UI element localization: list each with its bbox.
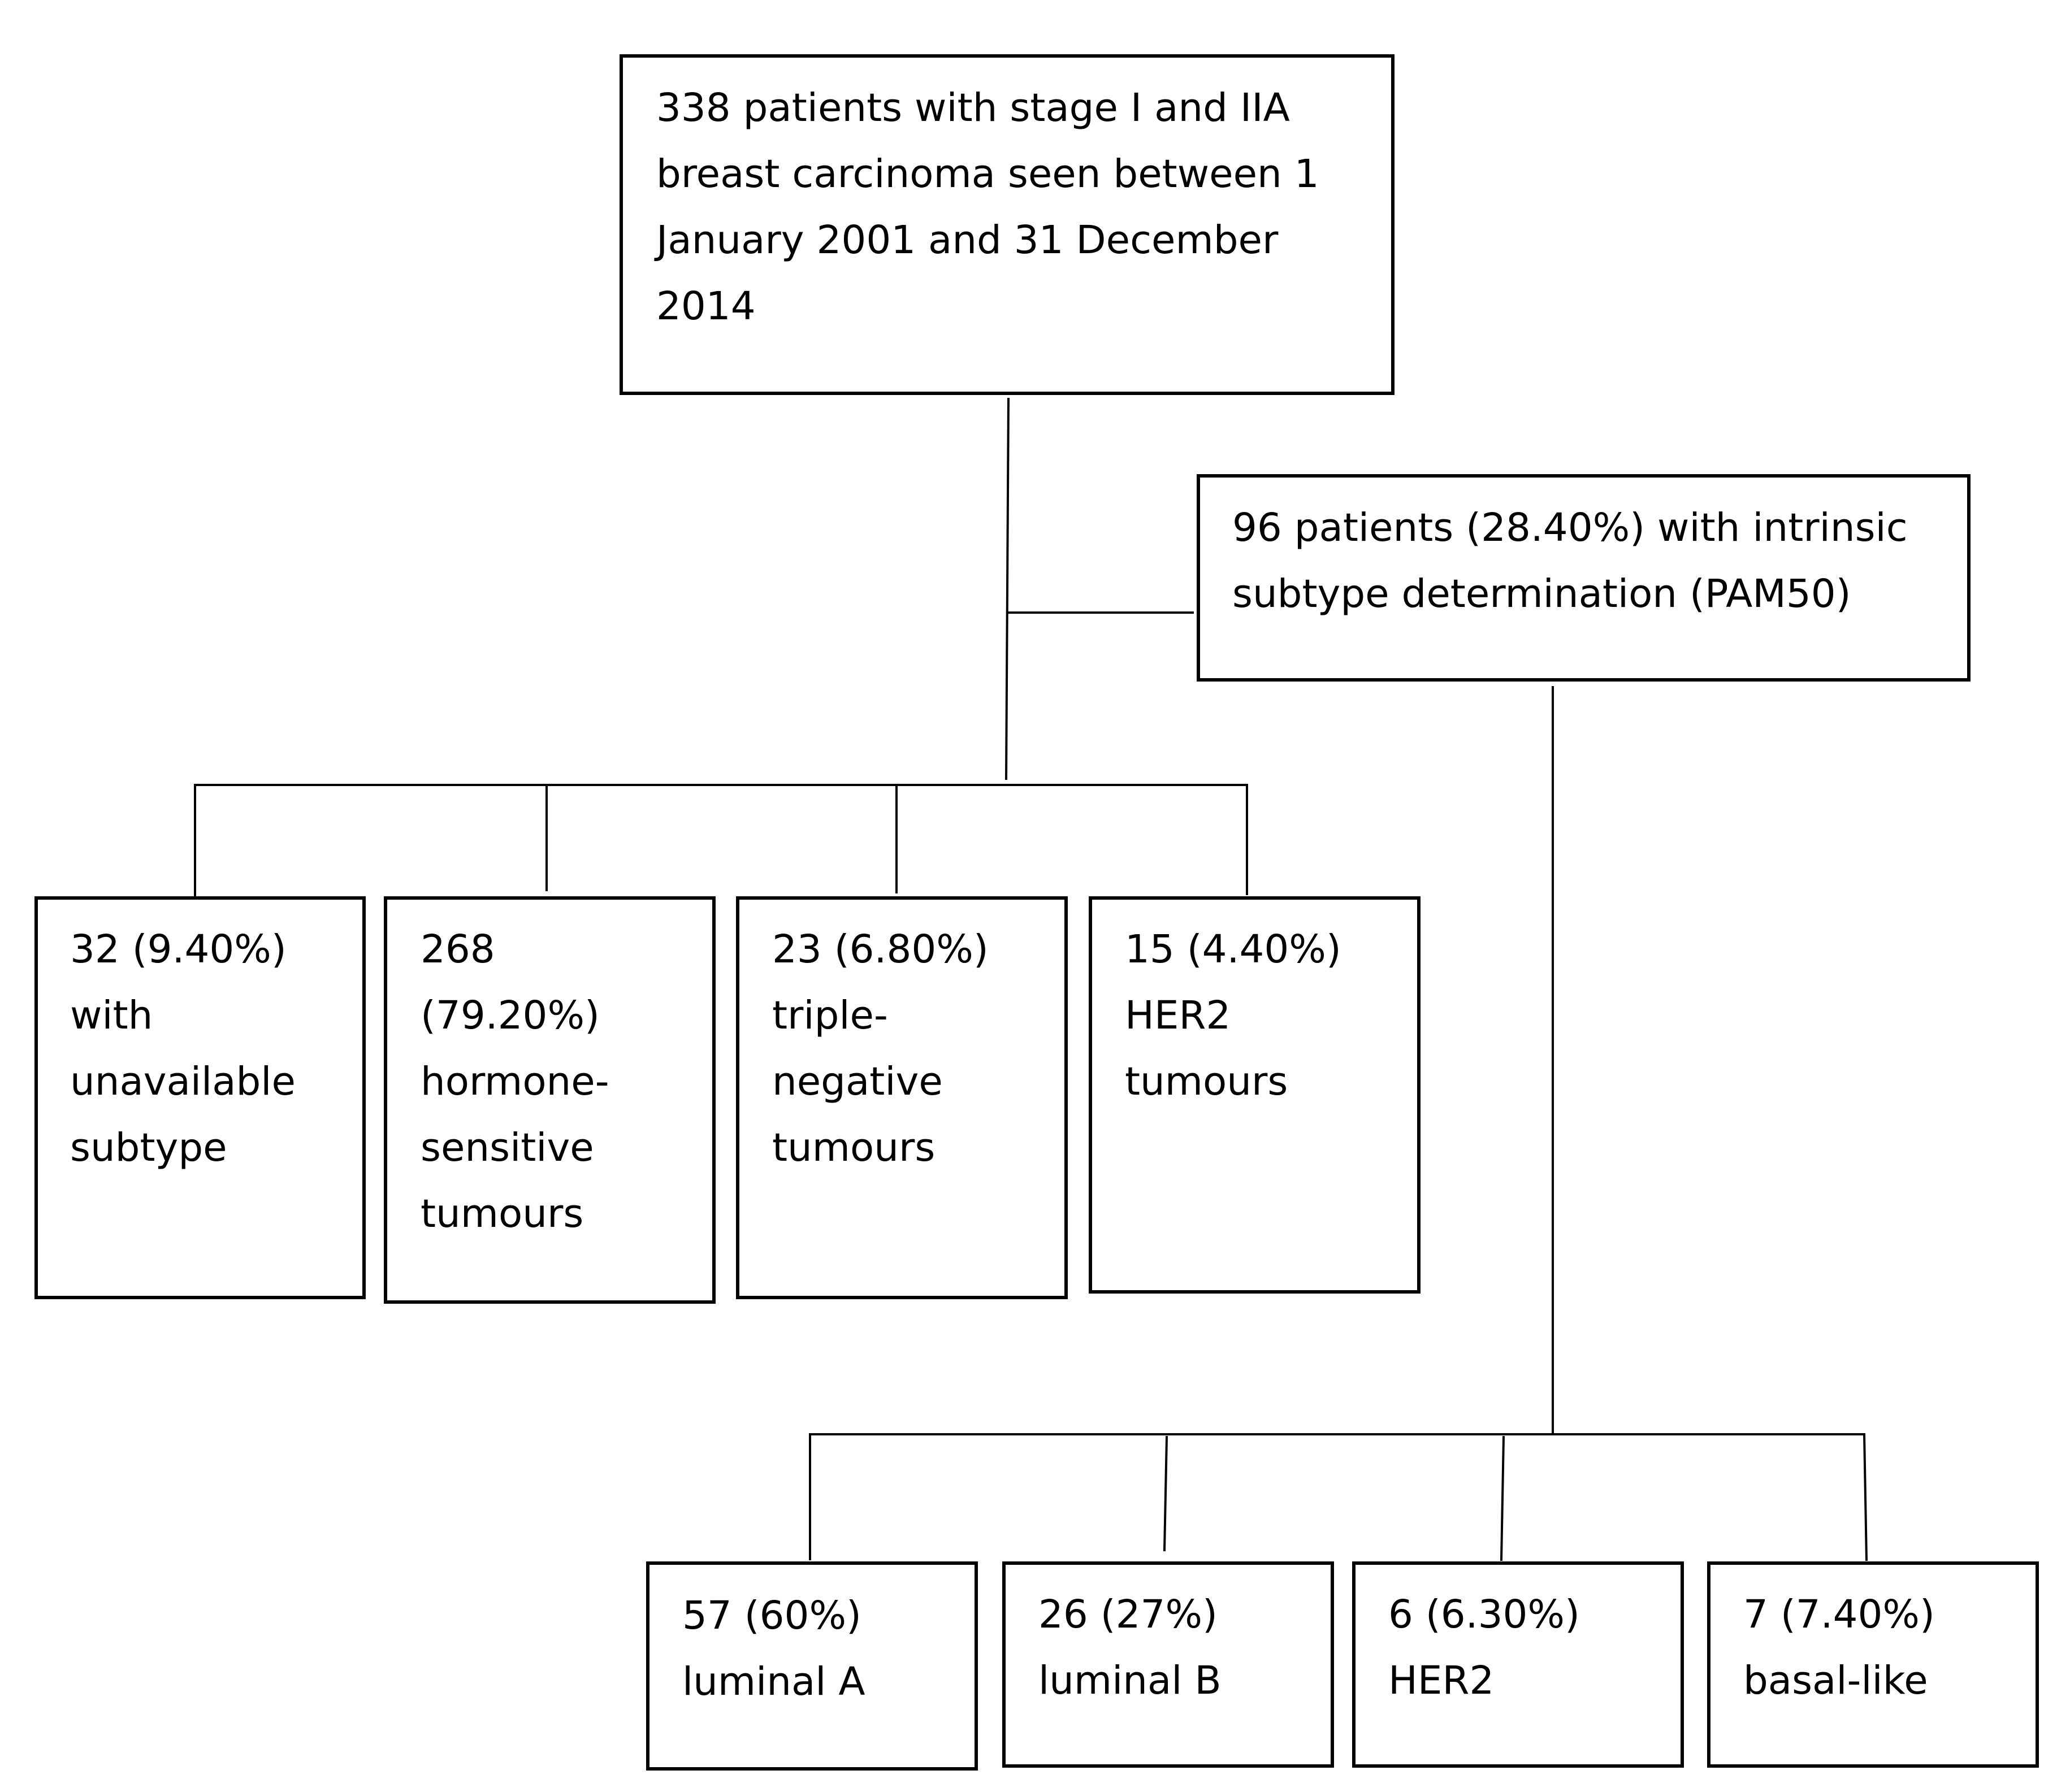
intrinsic-drop-2 <box>1163 1435 1168 1552</box>
root-population-box: 338 patients with stage I and IIA breast… <box>620 54 1395 395</box>
triple-negative-box: 23 (6.80%) triple- negative tumours <box>736 896 1068 1299</box>
pam50-subtype-text: 96 patients (28.40%) with intrinsic subt… <box>1232 505 1908 617</box>
pam50-subtype-box: 96 patients (28.40%) with intrinsic subt… <box>1197 474 1971 682</box>
her2-tumours-box: 15 (4.40%) HER2 tumours <box>1089 896 1421 1294</box>
hormone-sensitive-text: 268 (79.20%) hormone- sensitive tumours <box>421 927 609 1236</box>
intrinsic-drop-4 <box>1863 1433 1868 1561</box>
luminal-b-box: 26 (27%) luminal B <box>1002 1561 1334 1768</box>
unavailable-subtype-text: 32 (9.40%) with unavailable subtype <box>70 927 296 1170</box>
her2-intrinsic-text: 6 (6.30%) HER2 <box>1388 1592 1580 1703</box>
luminal-a-box: 57 (60%) luminal A <box>646 1561 978 1771</box>
her2-tumours-text: 15 (4.40%) HER2 tumours <box>1125 927 1341 1104</box>
luminal-a-text: 57 (60%) luminal A <box>682 1593 865 1704</box>
unavailable-subtype-box: 32 (9.40%) with unavailable subtype <box>34 896 366 1299</box>
hormone-sensitive-box: 268 (79.20%) hormone- sensitive tumours <box>384 896 716 1304</box>
her2-intrinsic-box: 6 (6.30%) HER2 <box>1352 1561 1684 1768</box>
luminal-b-text: 26 (27%) luminal B <box>1038 1592 1222 1703</box>
basal-like-box: 7 (7.40%) basal-like <box>1707 1561 2039 1768</box>
basal-like-text: 7 (7.40%) basal-like <box>1743 1592 1935 1703</box>
root-trunk-line <box>1004 397 1010 780</box>
intrinsic-drop-3 <box>1500 1435 1505 1561</box>
triple-negative-text: 23 (6.80%) triple- negative tumours <box>772 927 989 1170</box>
root-population-text: 338 patients with stage I and IIA breast… <box>656 85 1319 329</box>
